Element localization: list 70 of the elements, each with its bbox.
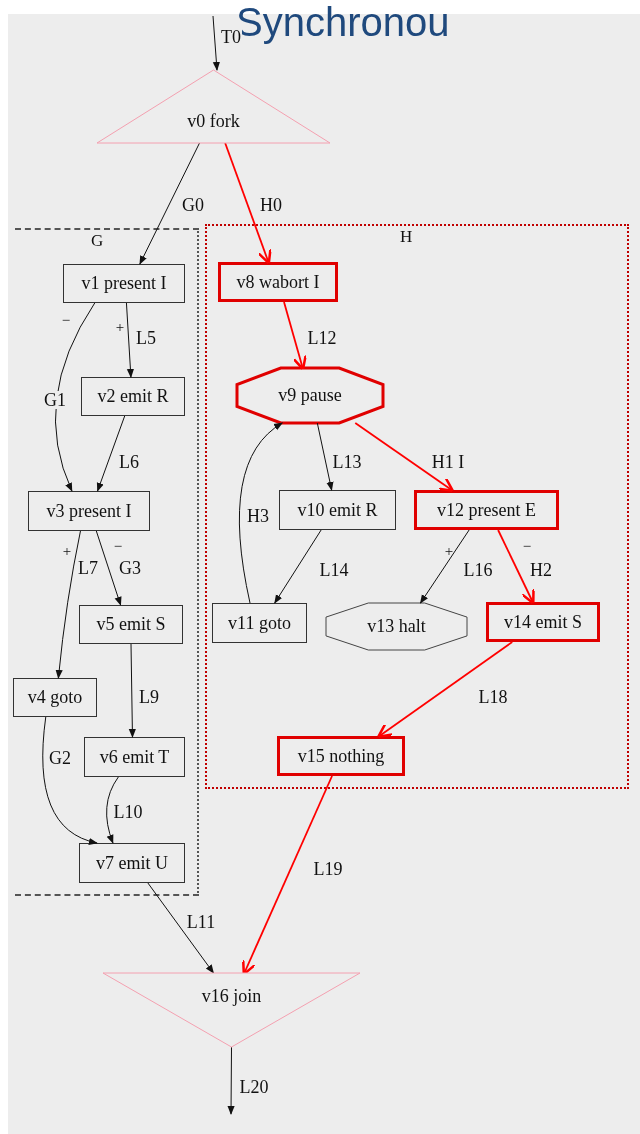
arrow (227, 1046, 235, 1115)
branch-sign: + (115, 319, 125, 335)
fork-triangle (97, 70, 330, 143)
edge-label: L19 (312, 860, 344, 878)
arrow (55, 302, 96, 492)
process-box: v5 emit S (79, 605, 183, 644)
cluster-frame (15, 228, 199, 896)
edge-label: L13 (331, 453, 363, 471)
cluster-frame (205, 224, 629, 789)
join-triangle (103, 973, 360, 1047)
edge-label: L9 (138, 688, 160, 706)
edge-label: L14 (318, 561, 350, 579)
cluster-label: H (400, 228, 413, 247)
process-box: v15 nothing (277, 736, 405, 776)
arrow (106, 776, 119, 844)
branch-sign: − (113, 538, 123, 554)
process-box: v1 present I (63, 264, 185, 303)
edge-label: H3 (246, 507, 270, 525)
arrow (128, 643, 136, 738)
node-label: v16 join (201, 985, 262, 1007)
octagon-node (237, 368, 383, 423)
process-box: v14 emit S (486, 602, 600, 642)
process-box: v6 emit T (84, 737, 185, 777)
arrow (96, 415, 126, 492)
branch-sign: + (444, 543, 454, 559)
edge-label: L5 (135, 329, 157, 347)
node-label: v9 pause (278, 385, 342, 406)
process-box: v7 emit U (79, 843, 185, 883)
arrow (139, 142, 200, 265)
edge-label: L16 (462, 561, 494, 579)
process-box: v12 present E (414, 490, 559, 530)
edge-label: G3 (118, 559, 142, 577)
arrow (377, 641, 514, 738)
branch-sign: − (522, 538, 532, 554)
branch-sign: + (62, 543, 72, 559)
arrow (419, 529, 470, 604)
octagon-node (326, 603, 467, 650)
arrow (238, 422, 283, 604)
edge-label: G1 (43, 391, 67, 409)
edge-label: L20 (238, 1078, 270, 1096)
edge-label: T0 (220, 28, 242, 46)
process-box: v8 wabort I (218, 262, 338, 302)
cluster-label: G (91, 232, 104, 251)
edge-label: L11 (185, 913, 217, 931)
arrow (125, 302, 134, 378)
edge-label: L10 (112, 803, 144, 821)
edge-label: L12 (306, 329, 338, 347)
edge-label: G0 (181, 196, 205, 214)
arrow (42, 716, 98, 845)
process-box: v11 goto (212, 603, 307, 643)
edge-label: H0 (259, 196, 283, 214)
node-label: v0 fork (187, 111, 240, 132)
arrow (212, 15, 220, 71)
node-label: v13 halt (367, 616, 426, 637)
process-box: v2 emit R (81, 377, 185, 416)
edge-label: H2 (529, 561, 553, 579)
branch-sign: − (61, 312, 71, 328)
edge-label: G2 (48, 749, 72, 767)
edge-label: H1 I (430, 453, 466, 471)
edge-label: L6 (118, 453, 140, 471)
arrow (95, 530, 122, 606)
process-box: v10 emit R (279, 490, 396, 530)
arrow (274, 529, 322, 604)
edge-label: L18 (477, 688, 509, 706)
process-box: v3 present I (28, 491, 150, 531)
arrow (354, 422, 454, 492)
process-box: v4 goto (13, 678, 97, 717)
arrow (55, 530, 81, 679)
arrow (147, 882, 215, 974)
edge-label: L7 (77, 559, 99, 577)
